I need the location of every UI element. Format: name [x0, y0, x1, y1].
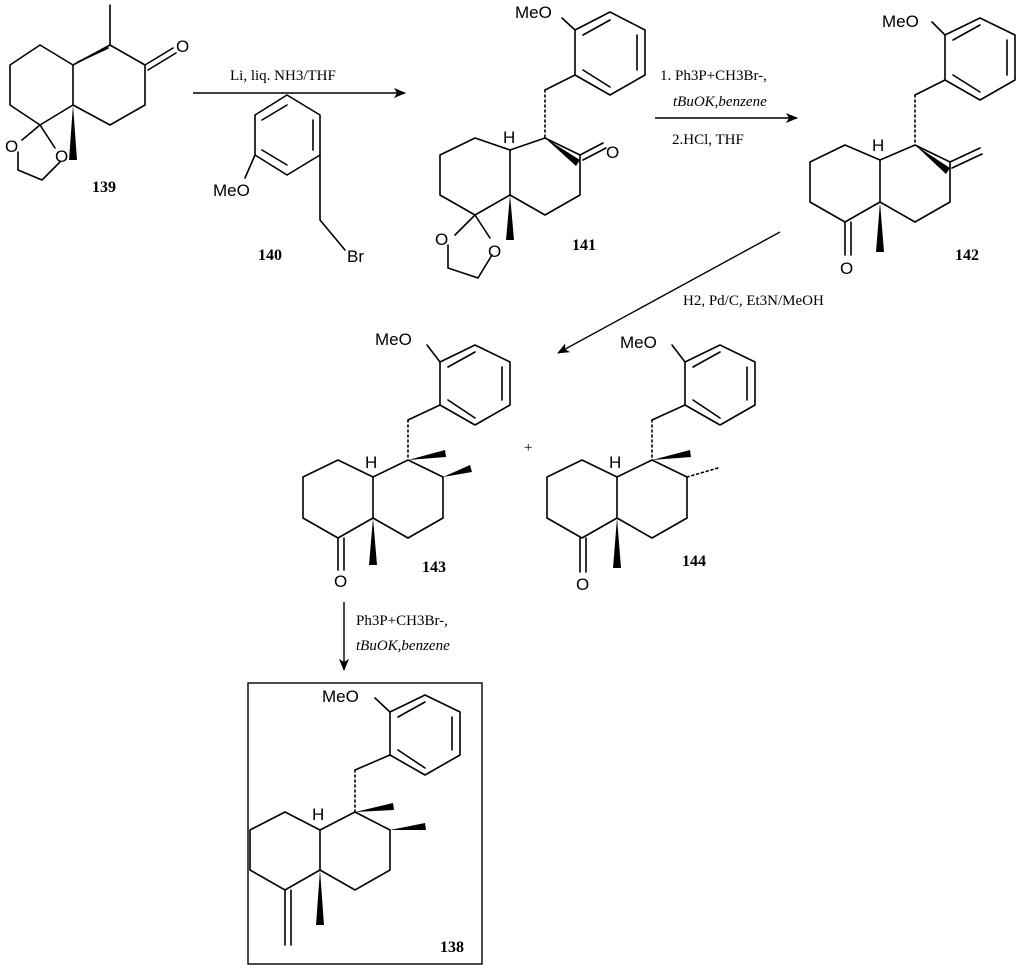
atom-O: O [576, 575, 589, 594]
target-box [247, 682, 483, 965]
atom-H: H [312, 805, 324, 824]
atom-O: O [435, 230, 448, 249]
compound-number: 140 [258, 247, 282, 264]
reagent-step4-line2: tBuOK,benzene [356, 638, 450, 654]
compound-142: MeO H O 142 [809, 12, 1016, 278]
compound-number: 138 [440, 939, 464, 956]
atom-H: H [365, 453, 377, 472]
atom-H: H [503, 128, 515, 147]
reagent-step2-line2: tBuOK,benzene [673, 94, 767, 110]
compound-140: MeO Br 140 [213, 94, 364, 266]
atom-O: O [5, 137, 18, 156]
methoxy-label: MeO [515, 3, 552, 22]
reagent-step2-line1: 1. Ph3P+CH3Br-, [660, 68, 767, 84]
atom-O: O [488, 242, 501, 261]
compound-number: 142 [955, 247, 979, 264]
compound-143: MeO H O 143 [302, 330, 511, 591]
reagent-step2-line3: 2.HCl, THF [672, 132, 744, 148]
atom-H: H [609, 453, 621, 472]
atom-Br: Br [347, 247, 364, 266]
compound-141: MeO H O O O 141 [435, 3, 646, 279]
reagent-step1: Li, liq. NH3/THF [230, 68, 336, 84]
compound-144: MeO H O 144 [546, 333, 756, 594]
compound-138: MeO H 138 [249, 687, 464, 956]
methoxy-label: MeO [882, 12, 919, 31]
methoxy-label: MeO [322, 687, 359, 706]
atom-O: O [55, 147, 68, 166]
step-1-arrow: Li, liq. NH3/THF [193, 68, 406, 98]
compound-139: O O O 139 [5, 4, 189, 196]
compound-number: 143 [422, 559, 446, 576]
step-3-arrow: H2, Pd/C, Et3N/MeOH [557, 231, 824, 354]
atom-O: O [606, 143, 619, 162]
reagent-step4-line1: Ph3P+CH3Br-, [356, 613, 448, 629]
reagent-step3: H2, Pd/C, Et3N/MeOH [683, 293, 824, 309]
compound-number: 141 [572, 237, 596, 254]
atom-O: O [176, 37, 189, 56]
methoxy-label: MeO [620, 333, 657, 352]
methoxy-label: MeO [375, 330, 412, 349]
plus-sign: + [524, 440, 532, 456]
step-4-arrow: Ph3P+CH3Br-, tBuOK,benzene [339, 602, 450, 671]
methoxy-label: MeO [213, 181, 250, 200]
compound-number: 144 [682, 553, 706, 570]
compound-number: 139 [92, 179, 116, 196]
step-2-arrow: 1. Ph3P+CH3Br-, tBuOK,benzene 2.HCl, THF [655, 68, 798, 148]
atom-O: O [334, 572, 347, 591]
atom-H: H [872, 136, 884, 155]
atom-O: O [840, 259, 853, 278]
